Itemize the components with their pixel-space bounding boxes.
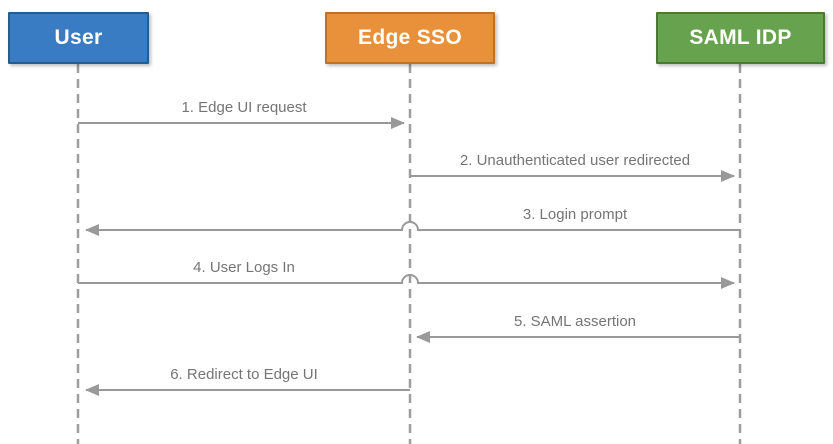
message-1-label: 1. Edge UI request bbox=[181, 99, 307, 116]
message-4-arrow bbox=[78, 274, 735, 289]
message-6-label: 6. Redirect to Edge UI bbox=[170, 366, 318, 383]
message-4-label: 4. User Logs In bbox=[193, 259, 295, 276]
message-3-label: 3. Login prompt bbox=[522, 206, 628, 223]
message-5-label: 5. SAML assertion bbox=[514, 313, 636, 330]
message-3-arrow bbox=[85, 221, 740, 236]
message-2-label: 2. Unauthenticated user redirected bbox=[459, 152, 691, 169]
actor-saml-idp-label: SAML IDP bbox=[689, 26, 792, 49]
actor-saml-idp-box: SAML IDP bbox=[656, 12, 825, 64]
actor-edge-sso-box: Edge SSO bbox=[325, 12, 495, 64]
actor-edge-sso-label: Edge SSO bbox=[358, 26, 462, 49]
actor-user-box: User bbox=[8, 12, 149, 64]
actor-user-label: User bbox=[54, 26, 103, 49]
